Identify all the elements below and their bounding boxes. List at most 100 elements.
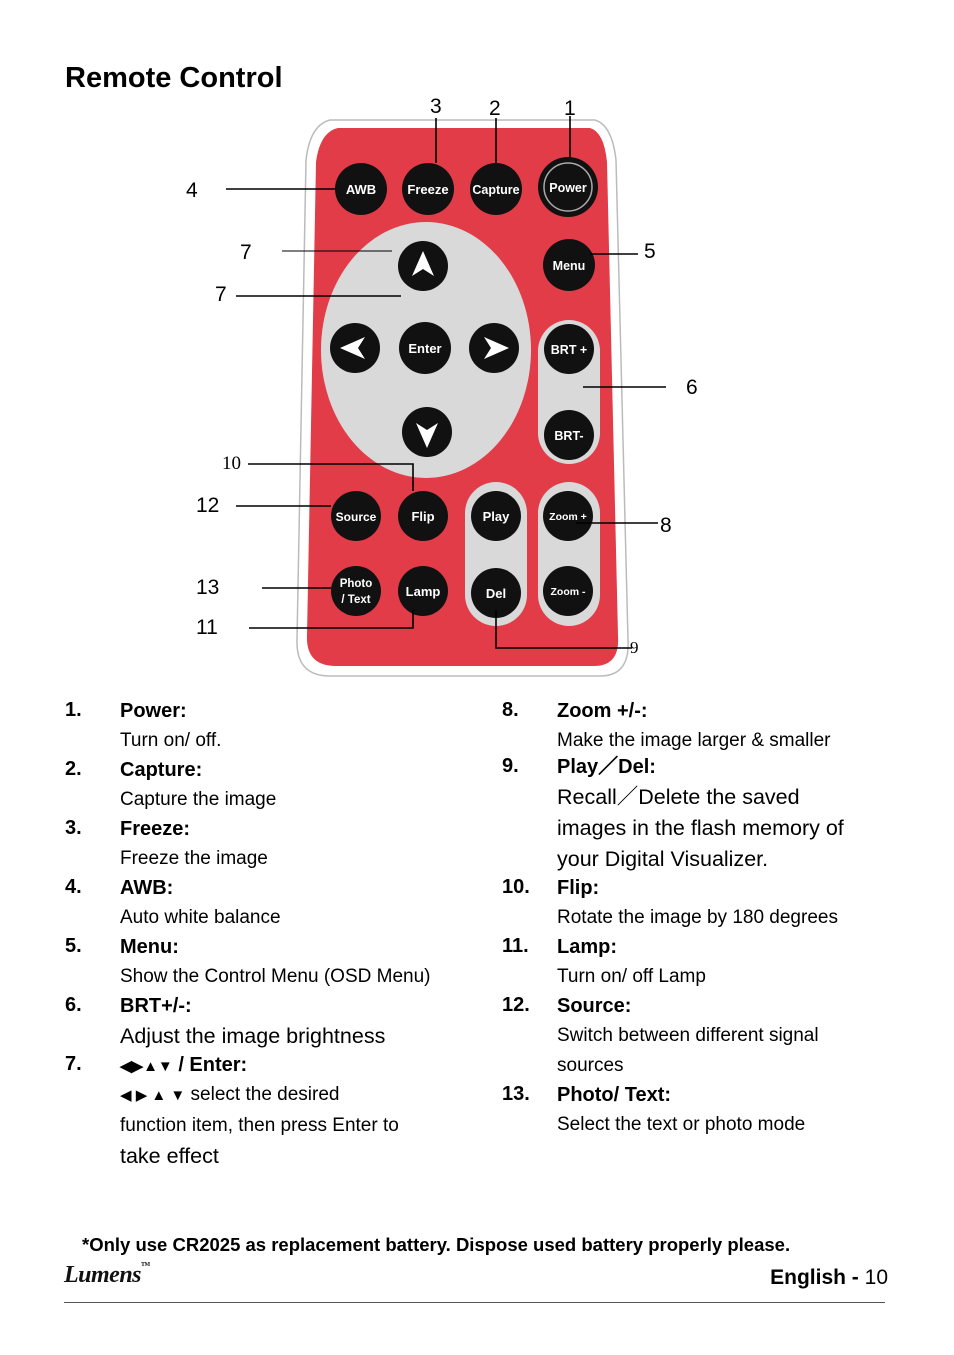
photo-button-label-line2: / Text — [341, 594, 370, 606]
legend-item-desc: Freeze the image — [120, 848, 268, 869]
logo-text: Lumens — [64, 1262, 142, 1288]
brt-plus-button[interactable]: BRT + — [544, 324, 594, 374]
legend-item-desc-line: your Digital Visualizer. — [557, 847, 769, 871]
legend-item-desc: Rotate the image by 180 degrees — [557, 907, 838, 928]
callout-5: 5 — [644, 240, 656, 263]
callout-12: 12 — [196, 494, 219, 517]
callout-lines — [226, 116, 666, 649]
zoom-plus-button-label: Zoom + — [549, 511, 587, 523]
legend-item-number: 2. — [65, 758, 82, 780]
legend-item-number: 13. — [502, 1083, 530, 1105]
capture-button-label: Capture — [472, 183, 519, 197]
freeze-button[interactable]: Freeze — [402, 163, 454, 215]
photo-text-button[interactable]: Photo / Text — [331, 566, 381, 616]
source-button[interactable]: Source — [331, 491, 381, 541]
brt-plus-button-label: BRT + — [551, 343, 587, 357]
legend-item-title: Capture: — [120, 759, 203, 781]
legend-item-desc-line: Switch between different signal — [557, 1025, 819, 1046]
page-title: Remote Control — [65, 62, 283, 94]
legend-item-title: ◀▶▲▼ / Enter: — [120, 1050, 475, 1080]
legend-item-6: 6. BRT+/-: Adjust the image brightness — [65, 991, 475, 1050]
legend-item-10: 10. Flip: Rotate the image by 180 degree… — [502, 873, 902, 932]
down-button[interactable] — [402, 407, 452, 457]
flip-button-label: Flip — [411, 509, 434, 524]
legend-item-desc-line: sources — [557, 1055, 624, 1076]
legend-item-11: 11. Lamp: Turn on/ off Lamp — [502, 932, 902, 991]
legend-item-1: 1. Power: Turn on/ off. — [65, 696, 475, 755]
menu-button-label: Menu — [553, 259, 586, 273]
legend-item-number: 3. — [65, 817, 82, 839]
legend-item-desc-line: Recall／Delete the saved — [557, 785, 800, 809]
capture-button[interactable]: Capture — [470, 163, 522, 215]
right-button[interactable] — [469, 323, 519, 373]
legend-item-8: 8. Zoom +/-: Make the image larger & sma… — [502, 696, 902, 752]
legend-item-title: AWB: — [120, 877, 174, 899]
brt-minus-button[interactable]: BRT- — [544, 410, 594, 460]
legend-item-title: Lamp: — [557, 936, 617, 958]
enter-button-label: Enter — [408, 341, 441, 356]
flip-button[interactable]: Flip — [398, 491, 448, 541]
zoom-minus-button[interactable]: Zoom - — [543, 566, 593, 616]
callout-1: 1 — [564, 97, 576, 120]
legend-item-number: 9. — [502, 755, 519, 777]
del-button[interactable]: Del — [471, 568, 521, 618]
legend-item-number: 4. — [65, 876, 82, 898]
legend-right-column: 8. Zoom +/-: Make the image larger & sma… — [502, 696, 902, 1140]
legend-item-title: Power: — [120, 700, 187, 722]
arrow-down-icon — [416, 423, 438, 448]
lamp-button-label: Lamp — [406, 584, 441, 599]
legend-item-number: 5. — [65, 935, 82, 957]
callout-10: 10 — [222, 453, 241, 474]
legend-item-2: 2. Capture: Capture the image — [65, 755, 475, 814]
awb-button-label: AWB — [346, 182, 376, 197]
del-button-label: Del — [486, 586, 506, 601]
legend-item-title-text: / Enter: — [172, 1054, 248, 1076]
legend-item-desc: Capture the image — [120, 789, 277, 810]
callout-9: 9 — [630, 638, 639, 657]
legend-item-title: Menu: — [120, 936, 179, 958]
arrow-keys-icon: ◀▶▲▼ — [120, 1058, 173, 1075]
play-button[interactable]: Play — [471, 491, 521, 541]
menu-button[interactable]: Menu — [543, 239, 595, 291]
lamp-button[interactable]: Lamp — [398, 566, 448, 616]
up-button[interactable] — [398, 241, 448, 291]
legend-item-number: 7. — [65, 1053, 82, 1075]
callout-7a: 7 — [240, 241, 252, 264]
legend-item-title: Play／Del: — [557, 756, 656, 778]
callout-3: 3 — [430, 95, 442, 118]
legend-item-number: 6. — [65, 994, 82, 1016]
legend-item-7: 7. ◀▶▲▼ / Enter: ◀ ▶ ▲ ▼ select the desi… — [65, 1050, 475, 1171]
legend-item-desc: ◀ ▶ ▲ ▼ select the desired — [120, 1080, 475, 1111]
footer-divider — [64, 1302, 885, 1303]
legend-item-desc: Adjust the image brightness — [120, 1024, 386, 1048]
legend-left-column: 1. Power: Turn on/ off. 2. Capture: Capt… — [65, 696, 475, 1171]
legend-item-9: 9. Play／Del: Recall／Delete the saved ima… — [502, 752, 902, 873]
power-button[interactable]: Power — [538, 157, 598, 217]
logo-trademark: TM — [141, 1262, 150, 1268]
zoom-minus-button-label: Zoom - — [551, 586, 586, 598]
legend-item-desc-line: select the desired — [185, 1084, 340, 1105]
legend-item-number: 1. — [65, 699, 82, 721]
zoom-plus-button[interactable]: Zoom + — [543, 491, 593, 541]
lumens-logo: LumensTM — [64, 1262, 150, 1289]
arrow-keys-icon: ◀ ▶ ▲ ▼ — [120, 1087, 186, 1104]
legend-item-desc: Auto white balance — [120, 907, 281, 928]
legend-item-12: 12. Source: Switch between different sig… — [502, 991, 902, 1080]
legend-item-number: 11. — [502, 935, 529, 957]
photo-button-label-line1: Photo — [340, 578, 373, 590]
page-number: 10 — [864, 1266, 888, 1289]
callout-8: 8 — [660, 514, 672, 537]
arrow-left-icon — [340, 337, 365, 359]
callout-11: 11 — [196, 616, 218, 639]
left-button[interactable] — [330, 323, 380, 373]
legend-item-number: 12. — [502, 994, 530, 1016]
awb-button[interactable]: AWB — [335, 163, 387, 215]
enter-button[interactable]: Enter — [399, 322, 451, 374]
callout-4: 4 — [186, 179, 198, 202]
callout-2: 2 — [489, 97, 501, 120]
play-button-label: Play — [483, 509, 511, 524]
power-button-label: Power — [549, 181, 587, 195]
brt-minus-button-label: BRT- — [554, 429, 583, 443]
legend-item-desc: Make the image larger & smaller — [557, 730, 831, 751]
freeze-button-label: Freeze — [407, 182, 448, 197]
